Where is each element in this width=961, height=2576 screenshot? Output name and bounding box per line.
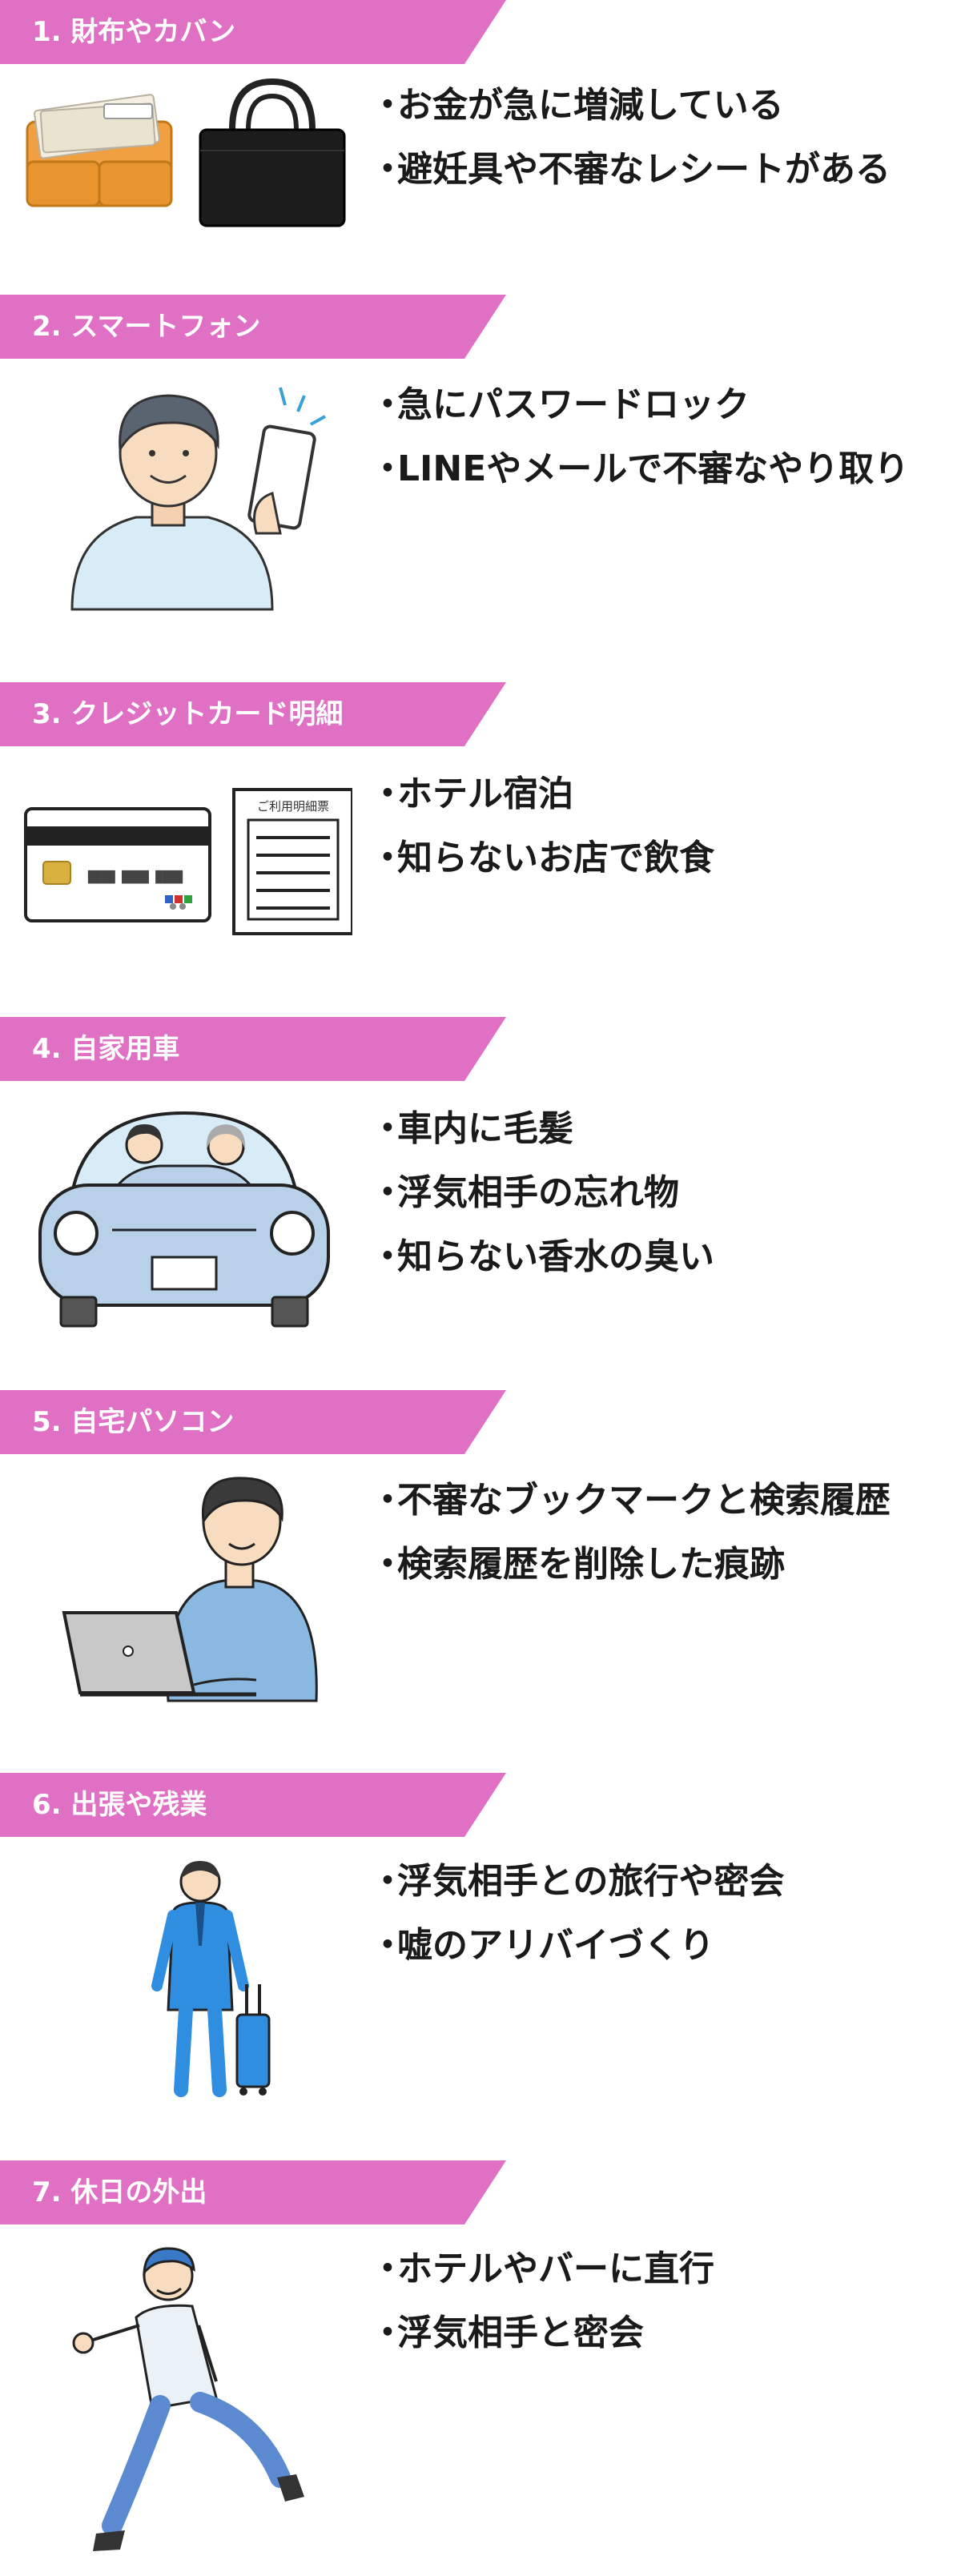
bullet-item: ・車内に毛髪	[370, 1108, 573, 1149]
bullet-item: ・LINEやメールで不審なやり取り	[370, 448, 910, 489]
card-statement-illustration: ████ ████ ████ ご利用明細票	[16, 777, 354, 937]
bullet-item: ・浮気相手の忘れ物	[370, 1172, 679, 1213]
bullet-item: ・知らないお店で飲食	[370, 838, 714, 878]
man-with-phone-illustration	[16, 373, 352, 613]
credit-card-icon: ████ ████ ████	[24, 807, 211, 922]
car-icon	[38, 1111, 330, 1328]
svg-text:████ ████ ████: ████ ████ ████	[87, 870, 183, 884]
bullet-item: ・ホテルやバーに直行	[370, 2248, 714, 2289]
bullet-list: ・車内に毛髪 ・浮気相手の忘れ物 ・知らない香水の臭い	[370, 1097, 714, 1289]
statement-label: ご利用明細票	[257, 799, 329, 814]
bullet-item: ・急にパスワードロック	[370, 384, 750, 425]
bullet-list: ・ホテルやバーに直行 ・浮気相手と密会	[370, 2237, 714, 2365]
section-banner: 6. 出張や残業	[0, 1773, 506, 1837]
section-title: 4. 自家用車	[32, 1033, 180, 1065]
section-title: 7. 休日の外出	[32, 2176, 207, 2208]
laptop-icon	[62, 1611, 256, 1697]
bullet-item: ・検索履歴を削除した痕跡	[370, 1544, 785, 1585]
section-title: 1. 財布やカバン	[32, 16, 236, 48]
section-banner: 1. 財布やカバン	[0, 0, 506, 64]
section-title: 5. 自宅パソコン	[32, 1406, 235, 1438]
section-title: 3. クレジットカード明細	[32, 698, 344, 730]
bullet-list: ・ホテル宿泊 ・知らないお店で飲食	[370, 762, 714, 890]
bullet-list: ・不審なブックマークと検索履歴 ・検索履歴を削除した痕跡	[370, 1469, 891, 1597]
section-banner: 3. クレジットカード明細	[0, 682, 506, 746]
bullet-item: ・不審なブックマークと検索履歴	[370, 1480, 891, 1521]
bullet-item: ・知らない香水の臭い	[370, 1236, 714, 1277]
bullet-list: ・お金が急に増減している ・避妊具や不審なレシートがある	[370, 74, 891, 202]
section-title: 2. スマートフォン	[32, 311, 261, 343]
businessman-suitcase-illustration	[16, 1850, 352, 2106]
bullet-item: ・避妊具や不審なレシートがある	[370, 149, 891, 190]
bullet-list: ・急にパスワードロック ・LINEやメールで不審なやり取り	[370, 373, 909, 501]
bag-icon	[199, 78, 346, 227]
wallet-bag-illustration	[16, 74, 352, 234]
man-with-laptop-illustration	[16, 1469, 352, 1709]
car-illustration	[16, 1097, 352, 1337]
section-banner: 5. 自宅パソコン	[0, 1390, 506, 1454]
section-banner: 2. スマートフォン	[0, 295, 506, 359]
wallet-icon	[26, 94, 173, 207]
bullet-item: ・浮気相手との旅行や密会	[370, 1861, 785, 1902]
bullet-item: ・浮気相手と密会	[370, 2313, 644, 2353]
section-banner: 4. 自家用車	[0, 1017, 506, 1081]
statement-icon: ご利用明細票	[232, 788, 354, 935]
bullet-item: ・嘘のアリバイづくり	[370, 1925, 714, 1966]
suitcase-icon	[235, 1984, 271, 2096]
bullet-item: ・お金が急に増減している	[370, 85, 784, 126]
bullet-list: ・浮気相手との旅行や密会 ・嘘のアリバイづくり	[370, 1850, 785, 1978]
bullet-item: ・ホテル宿泊	[370, 774, 573, 814]
section-banner: 7. 休日の外出	[0, 2160, 506, 2224]
section-title: 6. 出張や残業	[32, 1789, 207, 1821]
running-man-illustration	[16, 2237, 352, 2566]
